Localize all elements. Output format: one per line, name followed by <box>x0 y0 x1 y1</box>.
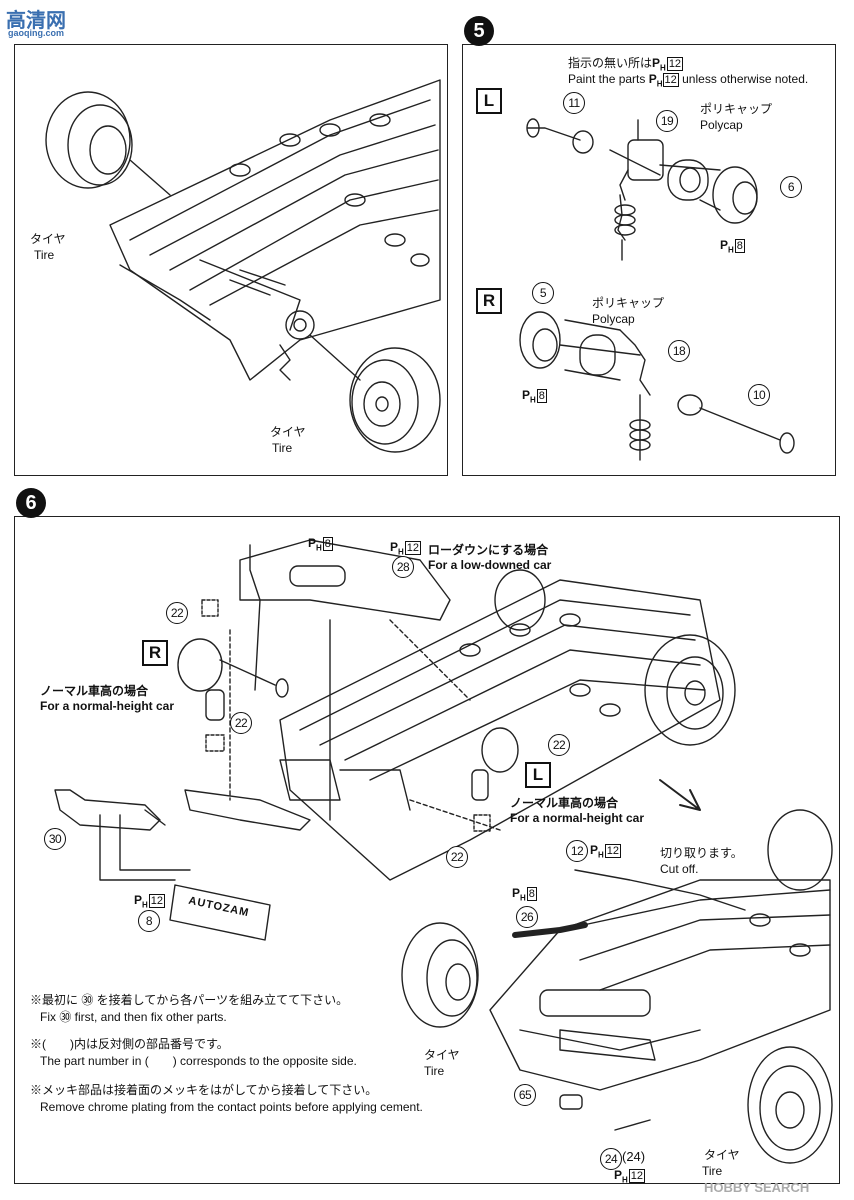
step6-part-12: 12 <box>566 840 588 862</box>
step6-note-3-en: Remove chrome plating from the contact p… <box>40 1100 423 1114</box>
step6-normal-en-1: For a normal-height car <box>40 699 175 713</box>
step6-normal-jp-2: ノーマル車高の場合 <box>510 796 619 810</box>
step4-tire-label-1-jp: タイヤ <box>30 232 66 246</box>
step6-tire-jp-1: タイヤ <box>424 1048 460 1062</box>
step6-cutoff-en: Cut off. <box>660 862 699 876</box>
step6-part-24-opposite: (24) <box>622 1149 646 1164</box>
step6-side-right: R <box>142 640 168 666</box>
step6-tire-jp-2: タイヤ <box>704 1148 740 1162</box>
step6-lower-drawing <box>401 779 833 1164</box>
step6-part-26: 26 <box>516 906 538 928</box>
step6-part-24: 24 <box>600 1148 622 1170</box>
step6-part-65: 65 <box>514 1084 536 1106</box>
step6-note-3-jp: ※メッキ部品は接着面のメッキをはがしてから接着して下さい。 <box>30 1083 378 1097</box>
step6-note-2-en: The part number in ( ) corresponds to th… <box>40 1054 357 1068</box>
step6-tire-en-2: Tire <box>702 1164 723 1178</box>
step6-part-8: 8 <box>138 910 160 932</box>
step4-tire-label-2-jp: タイヤ <box>270 425 306 439</box>
step6-normal-jp-1: ノーマル車高の場合 <box>40 684 149 698</box>
step6-part-22-d: 22 <box>446 846 468 868</box>
step6-side-left: L <box>525 762 551 788</box>
step6-lowdown-jp: ローダウンにする場合 <box>428 543 549 557</box>
step5-badge: 5 <box>464 16 494 46</box>
step5-part-11: 11 <box>563 92 585 114</box>
step5-part-10: 10 <box>748 384 770 406</box>
step5-left-polycap-jp: ポリキャップ <box>700 102 773 116</box>
step5-side-right: R <box>476 288 502 314</box>
step6-note-2-jp: ※( )内は反対側の部品番号です。 <box>30 1037 229 1051</box>
step4-tire-label-2-en: Tire <box>272 441 293 455</box>
step5-left-drawing <box>526 118 758 261</box>
step6-part-22-b: 22 <box>230 712 252 734</box>
step6-badge: 6 <box>16 488 46 518</box>
step6-note-1-en: Fix ㉚ first, and then fix other parts. <box>40 1010 227 1024</box>
step6-part-30: 30 <box>44 828 66 850</box>
step6-lowdown-en: For a low-downed car <box>428 558 552 572</box>
step4-chassis-drawing <box>45 79 441 453</box>
step6-panel <box>14 516 840 1184</box>
step6-chassis-drawing <box>54 539 736 941</box>
watermark-logo-sub: gaoqing.com <box>8 28 64 38</box>
step5-panel <box>462 44 836 476</box>
step4-tire-label-1-en: Tire <box>34 248 55 262</box>
step6-normal-en-2: For a normal-height car <box>510 811 645 825</box>
step5-right-polycap-jp: ポリキャップ <box>592 296 665 310</box>
step5-left-polycap-en: Polycap <box>700 118 743 132</box>
step5-part-6: 6 <box>780 176 802 198</box>
step5-right-drawing <box>519 311 795 461</box>
step5-part-5: 5 <box>532 282 554 304</box>
step5-part-18: 18 <box>668 340 690 362</box>
step6-tire-en-1: Tire <box>424 1064 445 1078</box>
step6-part-22-c: 22 <box>548 734 570 756</box>
watermark-hobby-search: HOBBY SEARCH <box>704 1180 810 1195</box>
step5-side-left: L <box>476 88 502 114</box>
step6-note-1-jp: ※最初に ㉚ を接着してから各パーツを組み立てて下さい。 <box>30 993 349 1007</box>
step6-cutoff-jp: 切り取ります。 <box>660 846 743 860</box>
step5-right-polycap-en: Polycap <box>592 312 635 326</box>
step5-part-19: 19 <box>656 110 678 132</box>
step6-part-22-a: 22 <box>166 602 188 624</box>
watermark-logo: 高清网 <box>6 10 66 32</box>
step6-part-28: 28 <box>392 556 414 578</box>
